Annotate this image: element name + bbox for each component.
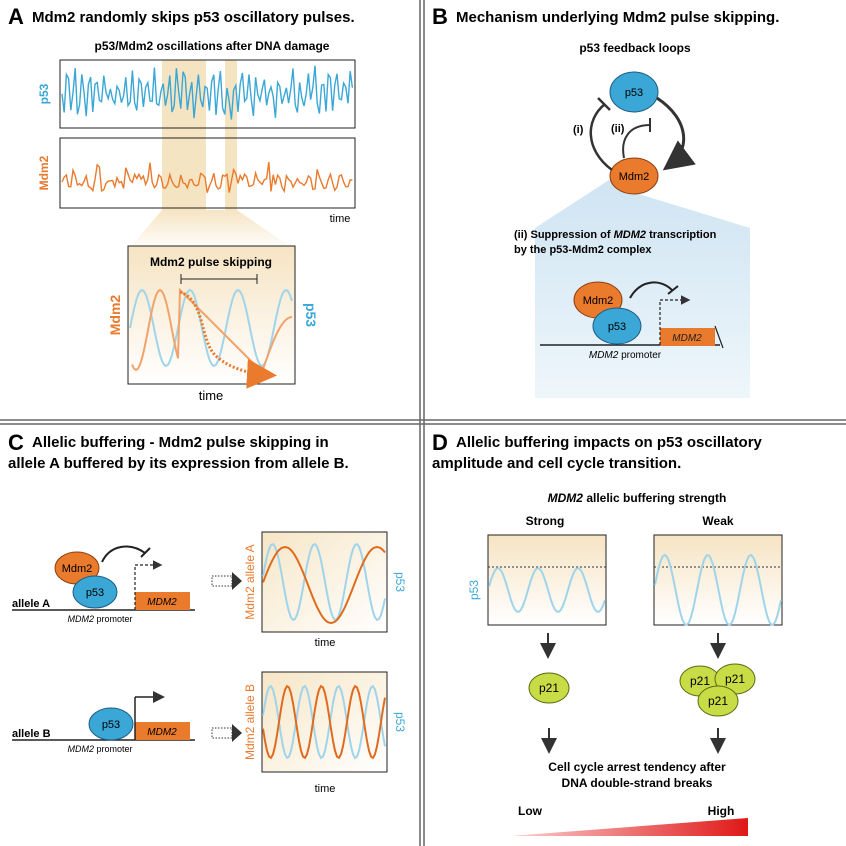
- arrest-gradient-wedge: [510, 818, 748, 836]
- p21-strong-label: p21: [539, 681, 559, 695]
- p53-activates-mdm2: [656, 96, 696, 171]
- allele-a-mdm2-label: Mdm2: [62, 563, 93, 575]
- p53-trace-box: [59, 59, 356, 129]
- mdm2-gene-box: [660, 328, 715, 346]
- buffering-strength-title: MDM2 allelic buffering strength: [548, 491, 727, 505]
- zoom-connector: [128, 210, 295, 250]
- allele-a-gene-label: MDM2: [147, 597, 177, 608]
- low-label: Low: [518, 804, 543, 818]
- trace-time-label: time: [330, 213, 351, 225]
- panel-b-letter: B: [432, 4, 448, 29]
- arrest-line2: DNA double-strand breaks: [562, 776, 713, 790]
- mdm2-node-label: Mdm2: [619, 171, 650, 183]
- zoom-time-label: time: [199, 388, 224, 403]
- allele-b-gene-box: [135, 722, 190, 740]
- allele-b-promoter: MDM2 promoter: [67, 744, 132, 754]
- allele-b-label: allele B: [12, 728, 51, 740]
- p53-node: [609, 71, 659, 113]
- loop-i-inhibit: [589, 103, 613, 172]
- p53-node-label: p53: [625, 87, 643, 99]
- mdm2-trace-box: [59, 137, 356, 209]
- promoter-label: MDM2 promoter: [589, 350, 662, 361]
- allele-a-gene-box: [135, 592, 190, 610]
- allele-a-label: allele A: [12, 598, 50, 610]
- weak-p53-wave: [654, 553, 782, 627]
- p21-weak-3: [697, 685, 739, 717]
- panel-c-title-line1: Allelic buffering - Mdm2 pulse skipping …: [32, 434, 329, 451]
- mdm2-trace-label: Mdm2: [37, 155, 51, 190]
- p53-trace-label: p53: [37, 83, 51, 104]
- p21-weak-1-label: p21: [690, 674, 710, 688]
- mdm2-gene-label: MDM2: [672, 333, 702, 344]
- panel-b: B Mechanism underlying Mdm2 pulse skippi…: [432, 4, 779, 398]
- complex-p53: [592, 307, 642, 345]
- zoom-p53-label: p53: [303, 303, 319, 327]
- complex-p53-label: p53: [608, 321, 626, 333]
- panel-d-title-line2: amplitude and cell cycle transition.: [432, 455, 681, 472]
- suppression-line1: (ii) Suppression of MDM2 transcription: [514, 229, 717, 241]
- skipped-pulse-arrow: [179, 290, 277, 389]
- loop-ii-inhibit: [622, 124, 651, 159]
- panel-c-title-line2: allele A buffered by its expression from…: [8, 455, 349, 472]
- allele-b-p53-label: p53: [102, 719, 120, 731]
- zoom-title: Mdm2 pulse skipping: [150, 255, 272, 269]
- allele-b-chart-box: [261, 671, 388, 773]
- allele-a-inhibit-arc: [101, 545, 146, 563]
- loop-i-label: (i): [573, 124, 584, 136]
- allele-a-p53: [72, 575, 118, 609]
- complex-inhibit-arc: [629, 281, 673, 299]
- mdm2-trace: [61, 161, 353, 194]
- strong-p53-wave: [488, 567, 606, 613]
- allele-b-chart-ylabel: Mdm2 allele B: [243, 684, 257, 760]
- allele-b-p53: [88, 707, 134, 741]
- allele-a-chart-ylabel: Mdm2 allele A: [243, 544, 257, 619]
- panel-d: D Allelic buffering impacts on p53 oscil…: [432, 430, 783, 836]
- feedback-loops-title: p53 feedback loops: [579, 41, 691, 55]
- allele-a-chart-p53-label: p53: [393, 572, 407, 592]
- weak-chart-box: [653, 534, 783, 626]
- suppression-line2: by the p53-Mdm2 complex: [514, 244, 652, 256]
- loop-ii-label: (ii): [611, 123, 625, 135]
- strong-label: Strong: [526, 514, 565, 528]
- panel-d-title-line1: Allelic buffering impacts on p53 oscilla…: [456, 434, 763, 451]
- allele-a-promoter: MDM2 promoter: [67, 614, 132, 624]
- allele-b-chart-p53-wave: [262, 684, 386, 760]
- panel-c: C Allelic buffering - Mdm2 pulse skippin…: [8, 430, 407, 795]
- panel-a: A Mdm2 randomly skips p53 oscillatory pu…: [8, 4, 356, 403]
- allele-b-gene-label: MDM2: [147, 727, 177, 738]
- allele-b-chart-time: time: [315, 783, 336, 795]
- panel-c-letter: C: [8, 430, 24, 455]
- complex-mdm2-label: Mdm2: [583, 295, 614, 307]
- allele-a-chart-p53-wave: [262, 542, 386, 622]
- mdm2-node: [609, 157, 659, 195]
- panel-d-letter: D: [432, 430, 448, 455]
- arrest-line1: Cell cycle arrest tendency after: [548, 760, 726, 774]
- panel-b-title: Mechanism underlying Mdm2 pulse skipping…: [456, 9, 779, 26]
- strong-p53-label: p53: [467, 580, 481, 600]
- panel-a-letter: A: [8, 4, 24, 29]
- zoom-beam: [535, 178, 750, 398]
- allele-b-chart-mdm2-wave: [262, 684, 386, 760]
- high-label: High: [708, 804, 735, 818]
- allele-b-hatched-arrow: [211, 724, 242, 742]
- panel-a-chart-title: p53/Mdm2 oscillations after DNA damage: [95, 39, 330, 53]
- allele-b-chart-p53-label: p53: [393, 712, 407, 732]
- allele-a-p53-label: p53: [86, 587, 104, 599]
- p21-strong: [528, 672, 570, 704]
- p53-trace: [61, 65, 354, 120]
- allele-a-hatched-arrow: [211, 572, 242, 590]
- zoom-mdm2-label: Mdm2: [107, 295, 123, 336]
- allele-a-chart-mdm2-wave: [262, 545, 386, 625]
- panel-a-title: Mdm2 randomly skips p53 oscillatory puls…: [32, 9, 355, 26]
- strong-chart-box: [487, 534, 607, 626]
- allele-a-chart-time: time: [315, 637, 336, 649]
- p21-weak-2-label: p21: [725, 672, 745, 686]
- p21-weak-3-label: p21: [708, 694, 728, 708]
- weak-label: Weak: [702, 514, 733, 528]
- shade-band-2: [225, 60, 237, 210]
